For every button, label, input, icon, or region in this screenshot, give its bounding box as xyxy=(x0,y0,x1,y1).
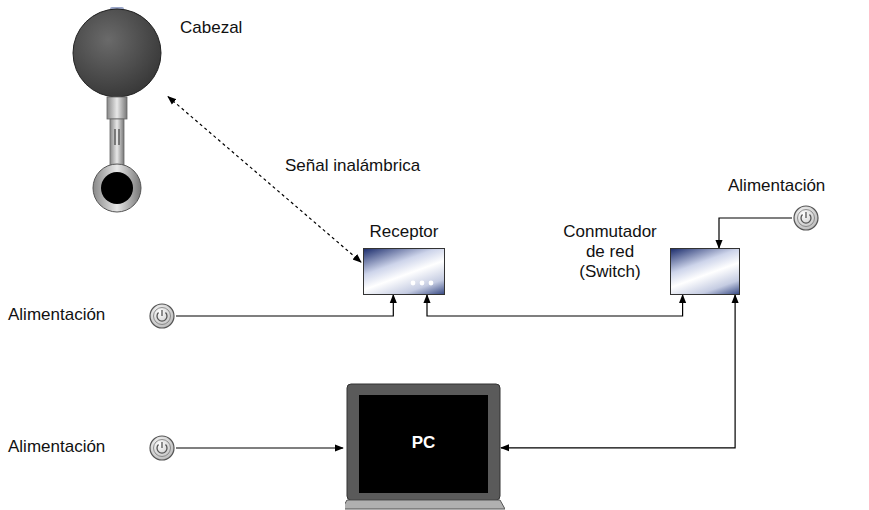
diagram-node: Alimentación xyxy=(8,302,176,330)
device-label: Conmutador de red (Switch) xyxy=(560,222,660,282)
diagram-node: Receptor xyxy=(345,222,463,295)
diagram-node: PC xyxy=(345,383,505,510)
device-label: Receptor xyxy=(345,222,463,242)
connector xyxy=(719,218,792,248)
sensor-head-illustration xyxy=(60,5,172,223)
connector xyxy=(501,295,735,448)
diagram-node: Cabezal xyxy=(60,5,320,223)
signal-label: Señal inalámbrica xyxy=(282,156,423,176)
power-label: Alimentación xyxy=(728,176,825,196)
device-label: PC xyxy=(359,433,488,453)
connector xyxy=(176,295,393,316)
switch-box xyxy=(670,248,740,295)
power-symbol xyxy=(148,302,176,330)
diagram-node: Alimentación xyxy=(728,176,863,234)
power-symbol xyxy=(792,204,820,232)
power-label: Alimentación xyxy=(8,305,105,325)
receiver-box xyxy=(363,248,445,295)
status-leds xyxy=(408,278,438,288)
connector xyxy=(427,295,683,316)
diagram-node: Conmutador de red (Switch) xyxy=(560,222,742,295)
part-name: Cabezal xyxy=(180,18,242,38)
diagram-node: Alimentación xyxy=(8,434,176,462)
power-label: Alimentación xyxy=(8,437,105,457)
connector xyxy=(168,97,361,263)
power-symbol xyxy=(148,434,176,462)
connector xyxy=(176,447,343,448)
